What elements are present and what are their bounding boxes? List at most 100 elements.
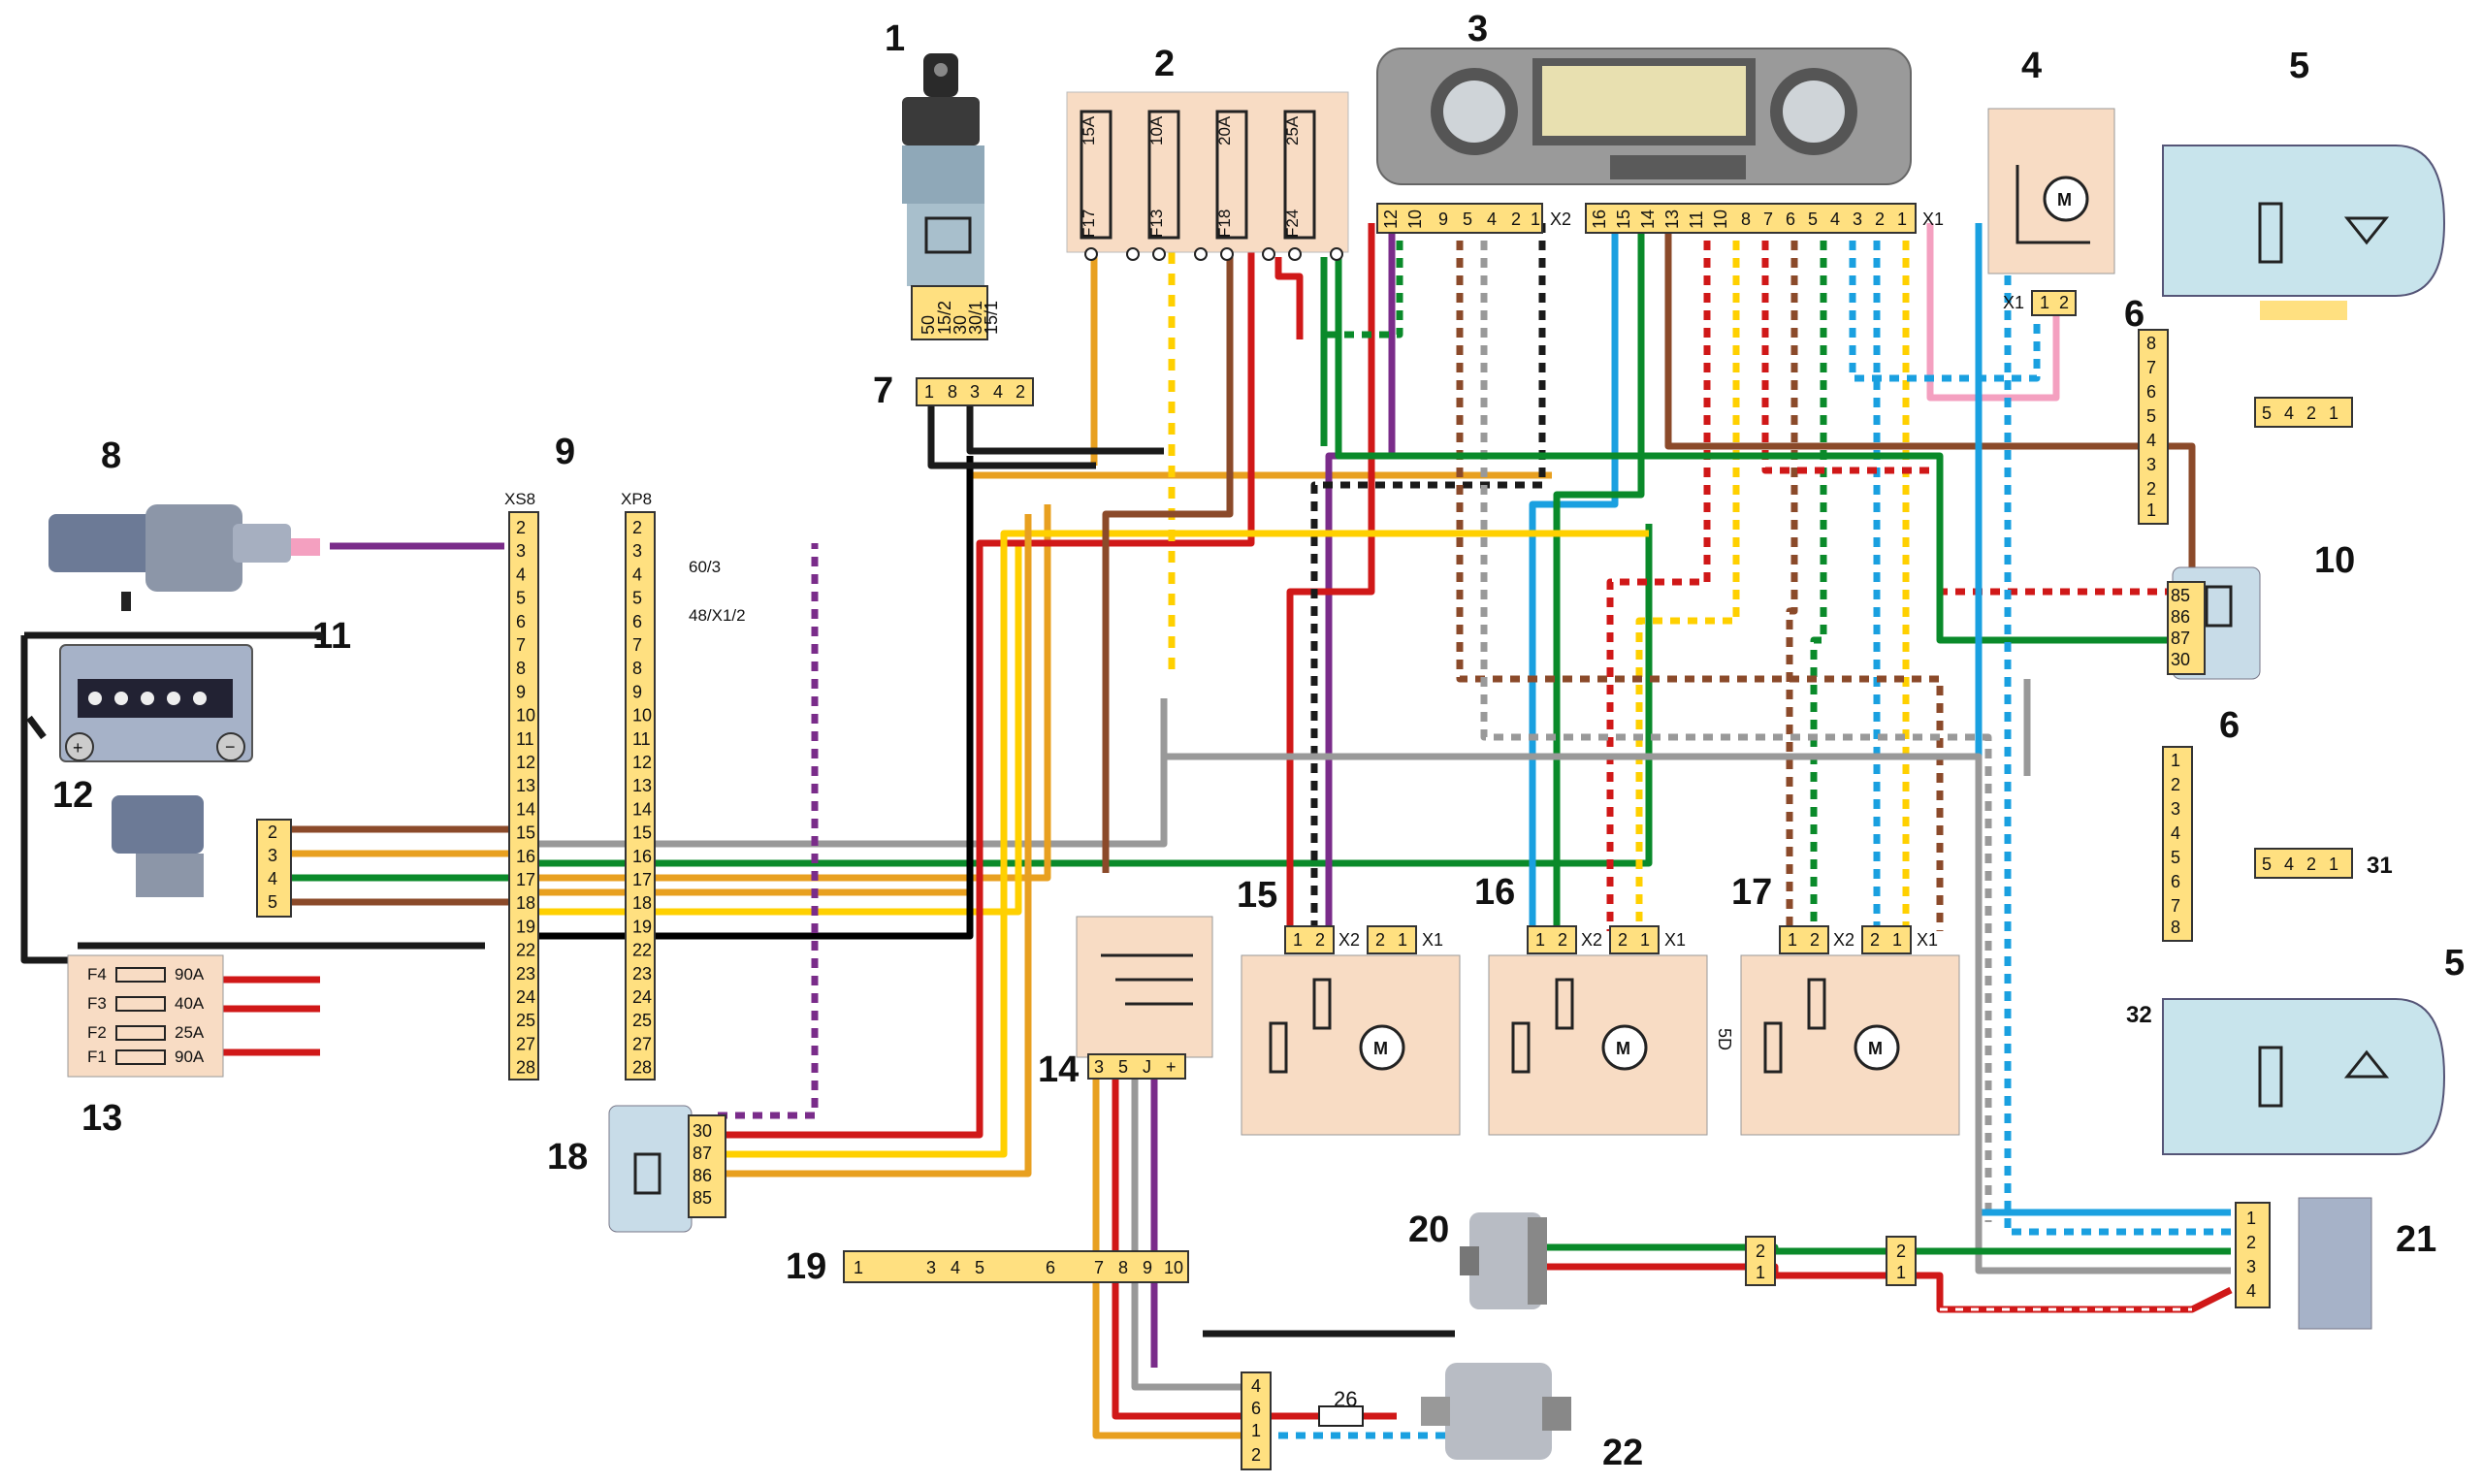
c6top-pin-7: 7 xyxy=(2146,358,2156,377)
c19-pin-3: 3 xyxy=(926,1258,936,1277)
ignition-pin-15-1: 15/1 xyxy=(982,301,1001,335)
lamp-top-pin-1: 1 xyxy=(2329,403,2338,423)
c9-xp-label: XP8 xyxy=(621,490,652,508)
fuse-f24-name: F24 xyxy=(1283,210,1302,238)
m22-pin-2: 2 xyxy=(1251,1445,1261,1465)
act16-x1-pin-2: 2 xyxy=(1618,930,1628,950)
act17-x1-pin-1: 1 xyxy=(1892,930,1902,950)
fuse-f18-rating: 20A xyxy=(1215,115,1234,145)
connector-19: 1 3 4 5 6 7 8 9 10 xyxy=(843,1250,1189,1283)
c7-pin-1: 1 xyxy=(924,382,934,402)
c9-left-pin-5: 5 xyxy=(516,589,526,608)
lamp-top-pin-2: 2 xyxy=(2306,403,2316,423)
ignition-pin-50: 50 xyxy=(919,315,938,335)
act15-x2-label: X2 xyxy=(1338,930,1360,950)
c9-left-pin-25: 25 xyxy=(516,1011,535,1030)
svg-text:−: − xyxy=(225,737,236,757)
c9-right-pin-2: 2 xyxy=(632,518,642,537)
ctrl-x1-pin-4: 4 xyxy=(1830,210,1840,229)
label-component-9: 9 xyxy=(555,432,575,472)
fan20-pin-1: 1 xyxy=(1756,1263,1765,1282)
act15-x2-pin-2: 2 xyxy=(1315,930,1325,950)
act17-x2-label: X2 xyxy=(1833,930,1854,950)
lamp-bot-pin-1: 1 xyxy=(2329,855,2338,874)
ctrl-x2-pin-5: 5 xyxy=(1463,210,1472,229)
relay18-pin-86: 86 xyxy=(693,1166,712,1185)
label-component-15: 15 xyxy=(1237,875,1277,916)
c9-right-pin-10: 10 xyxy=(632,706,652,726)
block-21: 1 2 3 4 xyxy=(2235,1197,2372,1330)
label-component-7: 7 xyxy=(873,371,893,411)
c9-left-pin-14: 14 xyxy=(516,799,535,819)
c6bot-pin-3: 3 xyxy=(2171,799,2180,819)
c9-left-pin-19: 19 xyxy=(516,917,535,936)
label-component-2: 2 xyxy=(1154,44,1175,84)
c9-left-pin-3: 3 xyxy=(516,541,526,561)
c6bot-pin-2: 2 xyxy=(2171,775,2180,794)
sw14-pin-j: J xyxy=(1143,1057,1151,1077)
m22-pin-1: 1 xyxy=(1251,1421,1261,1440)
c12-pin-3: 3 xyxy=(268,846,277,865)
relay10-pin-85: 85 xyxy=(2171,586,2190,605)
ctrl-x1-pin-14: 14 xyxy=(1638,210,1658,229)
svg-text:M: M xyxy=(1868,1039,1883,1058)
lamp-bot-pin-5: 5 xyxy=(2262,855,2272,874)
label-component-10: 10 xyxy=(2314,540,2355,581)
c9-left-pin-11: 11 xyxy=(516,729,534,749)
c9-left-pin-15: 15 xyxy=(516,823,535,843)
fuse-f13-name: F13 xyxy=(1147,210,1166,238)
svg-text:M: M xyxy=(1373,1039,1388,1058)
c9-right-pin-25: 25 xyxy=(632,1011,652,1030)
lamp-top-pin-5: 5 xyxy=(2262,403,2272,423)
act17-x1-pin-2: 2 xyxy=(1870,930,1880,950)
act16-x2-pin-1: 1 xyxy=(1535,930,1545,950)
ignition-pin-15-2: 15/2 xyxy=(935,301,954,335)
fuse-f17-rating: 15A xyxy=(1080,115,1098,145)
c9-note-48-x1-2: 48/X1/2 xyxy=(689,606,746,625)
connector-6-top: 8 7 6 5 4 3 2 1 xyxy=(2138,329,2169,525)
act16-x2-label: X2 xyxy=(1581,930,1602,950)
label-component-4: 4 xyxy=(2021,46,2042,86)
c9-left-pin-7: 7 xyxy=(516,635,526,655)
c19-pin-5: 5 xyxy=(975,1258,984,1277)
c9-right-pin-15: 15 xyxy=(632,823,652,843)
wires xyxy=(20,223,2233,1439)
c9-right-pin-12: 12 xyxy=(632,753,652,772)
fan20-pin-2: 2 xyxy=(1756,1242,1765,1261)
label-component-3: 3 xyxy=(1467,9,1488,49)
c9-left-pin-8: 8 xyxy=(516,659,526,678)
label-component-14: 14 xyxy=(1038,1049,1079,1090)
c9-left-pin-17: 17 xyxy=(516,870,535,889)
c9-right-pin-5: 5 xyxy=(632,589,642,608)
relay10-pin-86: 86 xyxy=(2171,607,2190,627)
label-component-19: 19 xyxy=(786,1246,826,1287)
act15-x1-pin-1: 1 xyxy=(1398,930,1407,950)
c9-right-pin-11: 11 xyxy=(632,729,651,749)
act15-x1-label: X1 xyxy=(1422,930,1443,950)
c9-left-pin-6: 6 xyxy=(516,612,526,631)
sensor-8 xyxy=(48,504,320,611)
c7-pin-4: 4 xyxy=(993,382,1003,402)
motor4-pin-2: 2 xyxy=(2059,293,2069,312)
c9-left-pin-2: 2 xyxy=(516,518,526,537)
c9-right-pin-17: 17 xyxy=(632,870,652,889)
switch-14: 3 5 J + xyxy=(1076,916,1213,1080)
connector-6-bottom: 1 2 3 4 5 6 7 8 xyxy=(2162,746,2193,942)
c6top-pin-3: 3 xyxy=(2146,455,2156,474)
c9-right-pin-9: 9 xyxy=(632,682,642,701)
c9-left-pin-9: 9 xyxy=(516,682,526,701)
climate-controller-3: 12 10 9 5 4 2 1 X2 16 15 14 13 11 10 8 7… xyxy=(1376,48,1944,234)
act16-side-note: 5D xyxy=(1715,1028,1734,1050)
c9-left-pin-4: 4 xyxy=(516,565,526,584)
actuator-15: 1 2 X2 2 1 X1 M xyxy=(1241,925,1461,1136)
c9-left-pin-27: 27 xyxy=(516,1034,535,1053)
ctrl-x1-pin-6: 6 xyxy=(1786,210,1795,229)
ctrl-x1-pin-3: 3 xyxy=(1853,210,1862,229)
label-component-16: 16 xyxy=(1474,872,1515,913)
motor4-pin-1: 1 xyxy=(2040,293,2049,312)
b21-pin-1: 1 xyxy=(2246,1209,2256,1228)
c9-right-pin-13: 13 xyxy=(632,776,652,795)
fuse-block-2: 15A 10A 20A 25A F17 F13 F18 F24 xyxy=(1066,91,1349,261)
ctrl-x2-pin-10: 10 xyxy=(1405,210,1425,229)
c9-left-pin-12: 12 xyxy=(516,753,535,772)
